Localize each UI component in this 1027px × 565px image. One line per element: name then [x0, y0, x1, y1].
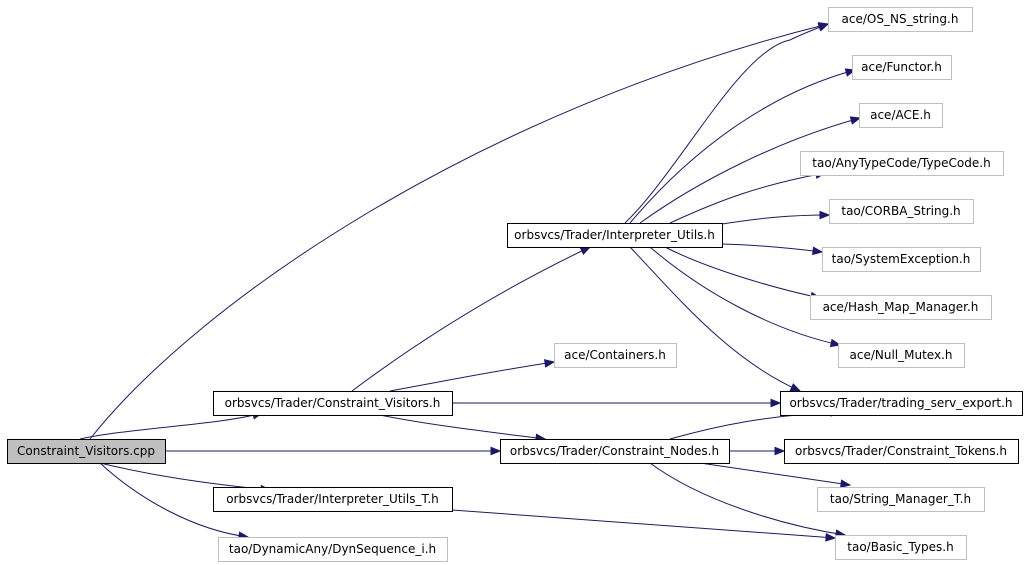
edge-n3-n8	[721, 214, 830, 225]
edge-n3-n6	[639, 117, 861, 224]
node-box	[780, 391, 1023, 416]
node-label: ace/ACE.h	[870, 108, 931, 122]
node-n6: ace/ACE.h	[859, 103, 943, 128]
node-label: orbsvcs/Trader/Constraint_Tokens.h	[795, 444, 1007, 458]
node-box	[7, 439, 166, 464]
node-label: orbsvcs/Trader/Constraint_Visitors.h	[225, 396, 441, 410]
edge-n3-n12	[629, 246, 801, 392]
node-n2[interactable]: orbsvcs/Trader/Constraint_Visitors.h	[213, 391, 453, 416]
edge-n3-n11	[649, 246, 841, 346]
node-box	[800, 151, 1004, 176]
edges-layer	[79, 22, 862, 542]
node-n4: ace/OS_NS_string.h	[828, 7, 973, 32]
node-label: Constraint_Visitors.cpp	[17, 444, 155, 458]
arrowhead-n3-n8	[819, 210, 831, 220]
node-label: tao/SystemException.h	[832, 252, 971, 266]
edge-n3-n5	[629, 69, 856, 224]
node-box	[859, 103, 943, 128]
node-n3[interactable]: orbsvcs/Trader/Interpreter_Utils.h	[507, 223, 723, 248]
node-box	[838, 343, 965, 368]
edge-n1-n18	[99, 462, 271, 491]
node-box	[784, 439, 1019, 464]
node-label: tao/AnyTypeCode/TypeCode.h	[812, 156, 990, 170]
node-box	[829, 199, 974, 224]
edge-n3-n9	[721, 243, 823, 253]
edge-n14-n12	[669, 411, 841, 440]
node-label: tao/Basic_Types.h	[847, 540, 953, 554]
node-label: ace/OS_NS_string.h	[842, 12, 959, 26]
edge-n1-n19	[99, 462, 249, 538]
arrowhead-n2-n12	[770, 398, 782, 408]
edge-n3-n10	[664, 246, 821, 299]
node-box	[218, 537, 448, 562]
node-label: tao/DynamicAny/DynSequence_i.h	[229, 542, 436, 556]
arrowhead-n3-n9	[812, 246, 824, 256]
edge-n3-n4	[624, 23, 829, 224]
node-n9: tao/SystemException.h	[822, 247, 981, 272]
node-n12[interactable]: orbsvcs/Trader/trading_serv_export.h	[780, 391, 1023, 416]
node-n14[interactable]: orbsvcs/Trader/Constraint_Nodes.h	[500, 439, 730, 464]
node-n11: ace/Null_Mutex.h	[838, 343, 965, 368]
node-box	[828, 7, 973, 32]
edge-n18-n17	[451, 509, 836, 539]
arrowhead-n3-n6	[849, 116, 862, 125]
edge-n2-n3	[351, 246, 591, 392]
arrowhead-n1-n14	[490, 446, 502, 456]
node-box	[213, 391, 453, 416]
node-n17: tao/Basic_Types.h	[835, 535, 967, 560]
node-box	[822, 247, 981, 272]
edge-n1-n4	[89, 23, 829, 440]
node-label: orbsvcs/Trader/Interpreter_Utils_T.h	[226, 492, 439, 506]
node-box	[810, 295, 992, 320]
edge-n14-n16	[699, 462, 851, 486]
node-box	[507, 223, 723, 248]
arrowhead-n18-n17	[825, 533, 837, 542]
node-label: orbsvcs/Trader/trading_serv_export.h	[789, 396, 1012, 410]
nodes-layer: Constraint_Visitors.cpp orbsvcs/Trader/Co…	[7, 7, 1023, 562]
edge-n2-n14	[379, 414, 546, 440]
node-label: ace/Functor.h	[861, 60, 942, 74]
node-box	[835, 535, 967, 560]
arrowhead-n14-n16	[839, 479, 852, 488]
node-label: orbsvcs/Trader/Constraint_Nodes.h	[510, 444, 719, 458]
node-label: ace/Hash_Map_Manager.h	[823, 300, 979, 314]
node-box	[817, 487, 985, 512]
arrowhead-n2-n13	[543, 359, 556, 368]
node-box	[852, 55, 952, 80]
node-n16: tao/String_Manager_T.h	[817, 487, 985, 512]
node-n18[interactable]: orbsvcs/Trader/Interpreter_Utils_T.h	[213, 487, 453, 512]
node-n13: ace/Containers.h	[554, 343, 677, 368]
node-label: ace/Null_Mutex.h	[850, 348, 953, 362]
node-label: orbsvcs/Trader/Interpreter_Utils.h	[514, 228, 715, 242]
node-label: tao/CORBA_String.h	[841, 204, 960, 218]
arrowhead-n3-n4	[817, 23, 830, 32]
node-box	[213, 487, 453, 512]
node-n1[interactable]: Constraint_Visitors.cpp	[7, 439, 166, 464]
edge-n3-n7	[669, 172, 826, 224]
node-n5: ace/Functor.h	[852, 55, 952, 80]
node-n8: tao/CORBA_String.h	[829, 199, 974, 224]
edge-n2-n13	[389, 361, 555, 392]
node-label: tao/String_Manager_T.h	[830, 492, 971, 506]
edge-n1-n2	[79, 412, 263, 440]
node-n7: tao/AnyTypeCode/TypeCode.h	[800, 151, 1004, 176]
arrowhead-n14-n15	[774, 446, 786, 456]
node-box	[554, 343, 677, 368]
node-n15[interactable]: orbsvcs/Trader/Constraint_Tokens.h	[784, 439, 1019, 464]
arrowhead-n3-n12	[789, 383, 802, 392]
node-label: ace/Containers.h	[564, 348, 666, 362]
arrowhead-n2-n3	[579, 246, 592, 256]
arrowhead-n3-n11	[829, 338, 842, 348]
edge-n14-n17	[649, 462, 846, 536]
node-n10: ace/Hash_Map_Manager.h	[810, 295, 992, 320]
node-n19: tao/DynamicAny/DynSequence_i.h	[218, 537, 448, 562]
node-box	[500, 439, 730, 464]
